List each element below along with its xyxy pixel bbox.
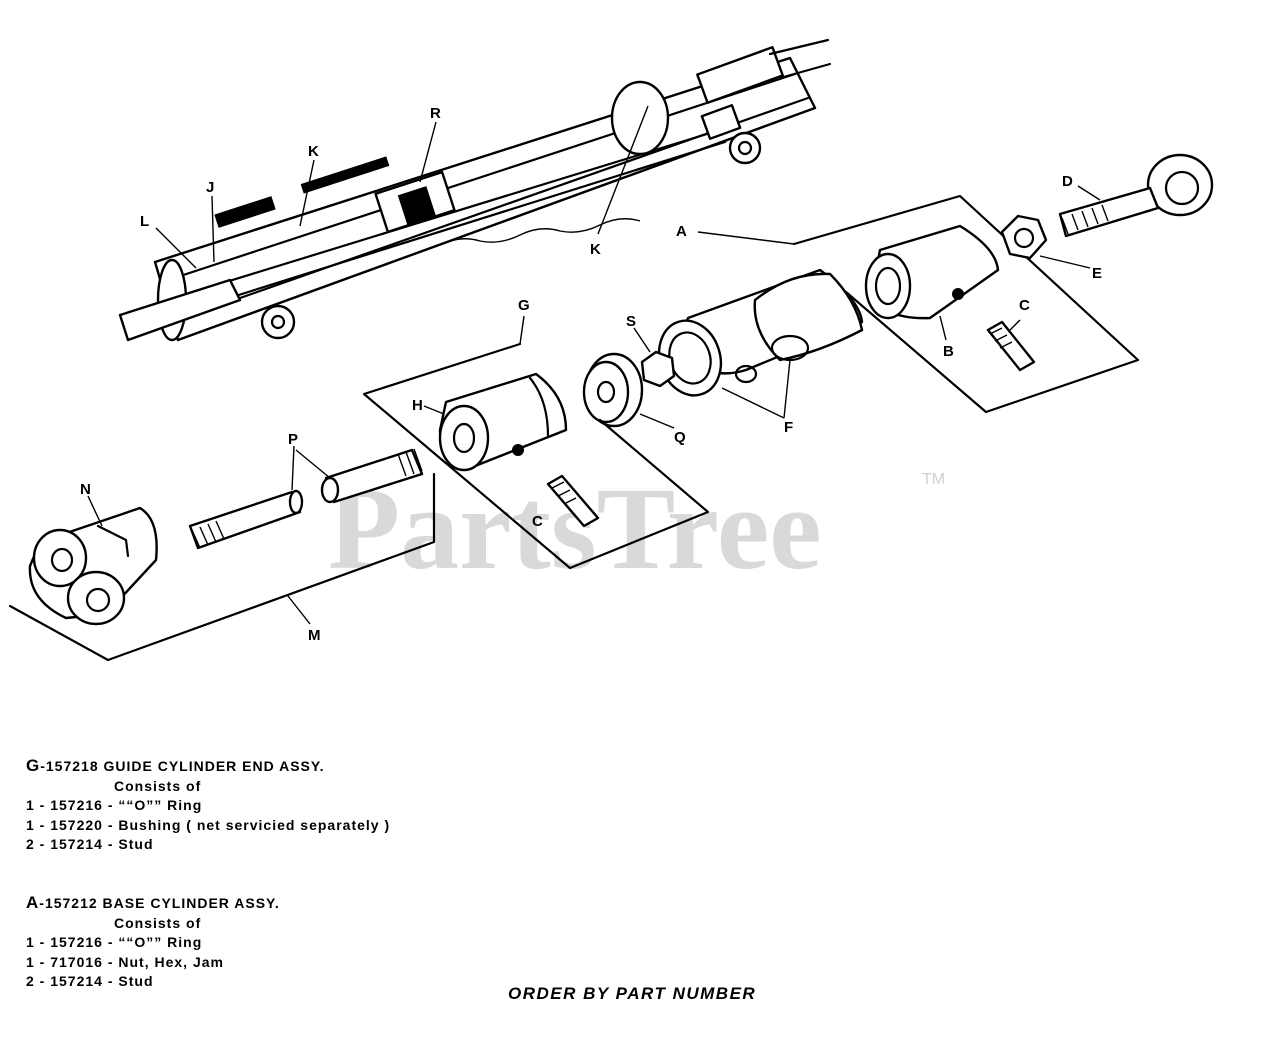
part-d-rod-end [1058, 153, 1214, 238]
assembly-a-outline [792, 194, 1140, 414]
label-n: N [80, 481, 91, 498]
assembly-a-title: -157212 BASE CYLINDER ASSY. [39, 895, 280, 911]
label-c-middle: C [532, 513, 543, 530]
assembly-a-consists: Consists of [114, 914, 202, 931]
part-e-jam-nut [1000, 214, 1048, 260]
label-r: R [430, 105, 441, 122]
label-c-right: C [1019, 297, 1030, 314]
exploded-parts-diagram: PartsTree TM [8, 38, 1214, 662]
assembly-g-consists: Consists of [114, 777, 202, 794]
order-by-part-number: ORDER BY PART NUMBER [508, 984, 757, 1003]
label-a: A [676, 223, 687, 240]
part-f-base-cylinder [657, 268, 864, 397]
assembly-a-key: A [26, 893, 40, 912]
part-c-stud-middle [546, 474, 600, 528]
part-n-clevis [28, 506, 158, 626]
label-d: D [1062, 173, 1073, 190]
label-k-left: K [308, 143, 319, 160]
part-c-stud-right [986, 320, 1036, 372]
part-p-piston-rod [188, 448, 424, 550]
assembly-g-item-1: 1 - 157216 - ““O”” Ring [26, 797, 203, 813]
assembly-g-title: -157218 GUIDE CYLINDER END ASSY. [40, 758, 325, 774]
assembly-g-key: G [26, 756, 41, 775]
label-b: B [943, 343, 954, 360]
assembly-g-heading: G-157218 GUIDE CYLINDER END ASSY. [26, 756, 390, 777]
assembled-cylinder-cutaway [118, 38, 832, 342]
assembly-a-item-2: 1 - 717016 - Nut, Hex, Jam [26, 953, 224, 970]
part-s-nut [640, 350, 676, 388]
assembly-g-item-3: 2 - 157214 - Stud [26, 836, 154, 852]
label-h: H [412, 397, 423, 414]
assembly-m-outline [8, 472, 436, 662]
label-e: E [1092, 265, 1102, 282]
assembly-g-item-2: 1 - 157220 - Bushing ( net servicied sep… [26, 816, 391, 833]
part-b-cylinder-end [864, 224, 1000, 320]
assembly-g-outline [362, 342, 710, 570]
label-s: S [626, 313, 636, 330]
watermark-text: PartsTree [328, 463, 822, 594]
assembly-a-heading: A-157212 BASE CYLINDER ASSY. [26, 893, 280, 914]
assembly-a-notes: A-157212 BASE CYLINDER ASSY. Consists of… [26, 893, 280, 992]
assembly-a-item-3: 2 - 157214 - Stud [26, 973, 154, 989]
label-f: F [784, 419, 793, 436]
assembly-g-notes: G-157218 GUIDE CYLINDER END ASSY. Consis… [26, 756, 390, 855]
label-m: M [308, 627, 321, 644]
assembly-a-item-1: 1 - 157216 - ““O”” Ring [26, 934, 203, 950]
label-q: Q [674, 429, 686, 446]
watermark-trademark: TM [922, 471, 945, 488]
part-q-o-ring [582, 352, 644, 428]
label-g: G [518, 297, 530, 314]
label-p: P [288, 431, 298, 448]
label-k-right: K [590, 241, 601, 258]
label-j: J [206, 179, 214, 196]
label-l: L [140, 213, 149, 230]
part-h-guide-end [438, 372, 568, 472]
